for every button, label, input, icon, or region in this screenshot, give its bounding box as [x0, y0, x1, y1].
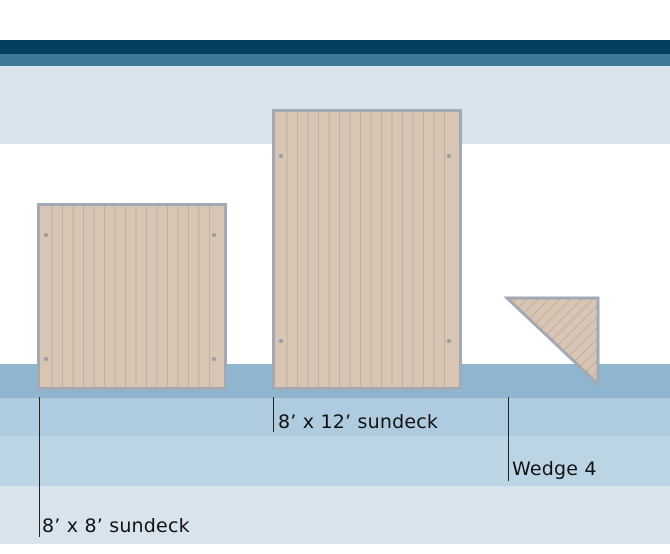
screw [44, 233, 48, 237]
screw [447, 154, 451, 158]
label-8x8-sundeck: 8’ x 8’ sundeck [42, 515, 190, 537]
screw [44, 357, 48, 361]
wedge-deck [504, 295, 602, 388]
leader-line-8x12 [273, 397, 274, 432]
screw [279, 339, 283, 343]
top-steel-band [0, 54, 670, 66]
leader-line-8x8 [39, 397, 40, 537]
plank-lines [279, 112, 451, 387]
leader-line-wedge [508, 397, 509, 481]
light-blue-band-2 [0, 436, 670, 486]
light-blue-band-1 [0, 398, 670, 436]
screw [212, 357, 216, 361]
top-navy-band [0, 40, 670, 54]
label-wedge: Wedge 4 [512, 458, 597, 480]
wedge-plank-line [601, 295, 602, 388]
label-8x12-sundeck: 8’ x 12’ sundeck [278, 411, 439, 433]
pale-blue-band-bottom [0, 486, 670, 544]
sundeck-8x12 [272, 109, 462, 390]
wedge-plank-line [507, 298, 510, 384]
wedge-plank-line [507, 298, 543, 384]
wedge-plank-line [507, 298, 554, 384]
sundeck-8x8 [37, 203, 227, 390]
screw [212, 233, 216, 237]
wedge-plank-line [578, 298, 598, 384]
screw [447, 339, 451, 343]
screw [279, 154, 283, 158]
plank-lines [44, 206, 216, 387]
